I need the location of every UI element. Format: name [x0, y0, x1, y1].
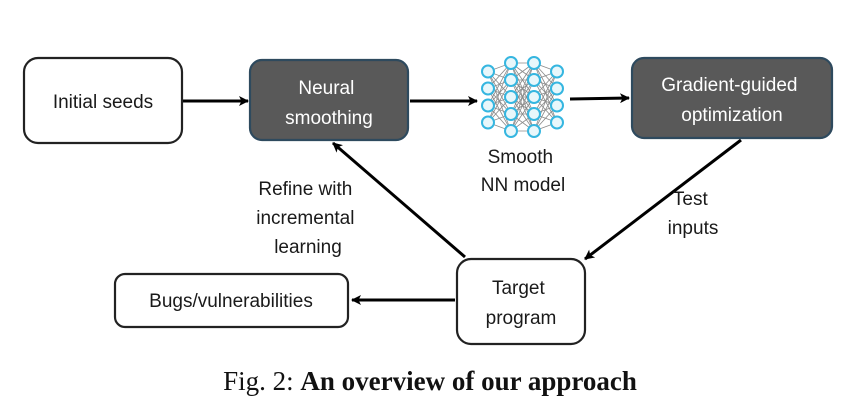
- neural-smoothing-label: Neural smoothing: [285, 78, 373, 129]
- nn-connection: [533, 88, 558, 132]
- nn-connection: [510, 79, 535, 132]
- nn-node: [550, 64, 564, 79]
- nn-connection: [533, 71, 558, 132]
- nn-node: [481, 115, 495, 130]
- nn-connection: [487, 62, 512, 123]
- nn-connection: [487, 62, 512, 106]
- nn-node: [504, 90, 518, 104]
- nn-node: [527, 56, 541, 70]
- smooth-nn-label: Smooth NN model: [481, 147, 565, 196]
- gradient-guided-optimization-label: Gradient-guided optimization: [661, 75, 803, 126]
- bugs-vulnerabilities-box: [113, 272, 350, 329]
- target-program-box: [455, 257, 587, 346]
- nn-node: [481, 81, 495, 96]
- figure-caption: Fig. 2: An overview of our approach: [0, 366, 860, 397]
- nn-node: [527, 124, 541, 138]
- target-program-label: Target program: [486, 278, 557, 329]
- neural-network-icon: [481, 56, 564, 138]
- nn-node: [527, 107, 541, 121]
- nn-connection: [487, 79, 512, 123]
- nn-node: [504, 73, 518, 87]
- initial-seeds-label: Initial seeds: [53, 92, 153, 113]
- edge-nn-to-optimization: [569, 93, 630, 104]
- gradient-guided-optimization-box: [630, 56, 834, 140]
- nn-node: [527, 73, 541, 87]
- nn-node: [527, 90, 541, 104]
- initial-seeds-box: [22, 56, 184, 145]
- caption-title: An overview of our approach: [300, 366, 637, 396]
- edge-target-to-smoothing: [332, 141, 466, 259]
- test-inputs-label: Test inputs: [668, 189, 719, 239]
- nn-node: [504, 124, 518, 138]
- edge-optimization-to-target: [584, 138, 742, 261]
- nn-node: [550, 115, 564, 130]
- caption-prefix: Fig. 2:: [223, 366, 294, 396]
- nn-node: [504, 107, 518, 121]
- bugs-vulnerabilities-label: Bugs/vulnerabilities: [149, 291, 313, 312]
- nn-connection: [510, 62, 535, 115]
- nn-node: [550, 81, 564, 96]
- nn-connection: [533, 71, 558, 115]
- nn-node: [550, 98, 564, 113]
- neural-smoothing-box: [248, 58, 410, 142]
- nn-node: [504, 56, 518, 70]
- refine-label: Refine with incremental learning: [256, 179, 360, 258]
- nn-node: [481, 64, 495, 79]
- nn-node: [481, 98, 495, 113]
